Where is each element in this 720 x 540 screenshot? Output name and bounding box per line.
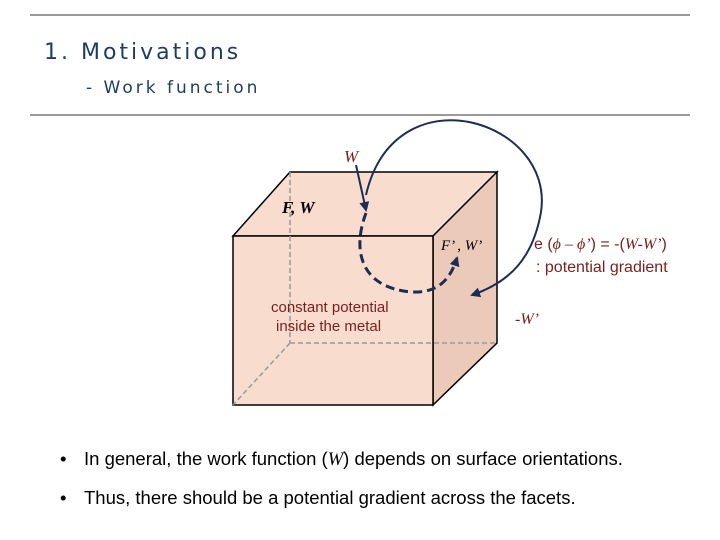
bullet-1-before: In general, the work function (	[84, 448, 328, 469]
hidden-edge-diagonal	[232, 342, 291, 406]
dashed-internal-arrow	[358, 212, 460, 294]
eq-mid: ) = -(	[591, 236, 626, 253]
bullet-1-emph: W	[327, 450, 344, 470]
external-arc-arrow	[365, 119, 543, 298]
label-potential-gradient: : potential gradient	[536, 259, 668, 276]
bullet-2-text: Thus, there should be a potential gradie…	[84, 487, 576, 508]
slide-subtitle: - Work function	[86, 78, 261, 98]
slide-title: 1. Motivations	[44, 40, 242, 65]
eq-end: )	[662, 236, 667, 253]
cube-front-face	[232, 235, 434, 406]
label-constant-line2: inside the metal	[276, 318, 381, 335]
eq-phi: ϕ – ϕ’	[553, 236, 591, 253]
bullet-item: Thus, there should be a potential gradie…	[58, 487, 623, 509]
label-equation: e (ϕ – ϕ’) = -(W-W’)	[534, 236, 667, 253]
bullet-1-after: ) depends on surface orientations.	[343, 448, 623, 469]
bullet-item: In general, the work function (W) depend…	[58, 448, 623, 471]
eq-prefix: e (	[534, 236, 553, 253]
eq-w: W-W’	[625, 236, 662, 253]
w-pointer-arrow	[355, 164, 370, 212]
label-fw-prime: F’ , W’	[440, 238, 482, 254]
label-fw: F, W	[281, 198, 316, 217]
label-constant-line1: constant potential	[271, 299, 389, 316]
top-divider	[30, 14, 690, 16]
label-constant-potential: constant potential inside the metal	[271, 299, 393, 335]
bullet-list: In general, the work function (W) depend…	[58, 448, 623, 525]
header-divider	[30, 114, 690, 116]
label-neg-w-prime: -W’	[515, 311, 539, 328]
label-w: W	[344, 147, 360, 166]
